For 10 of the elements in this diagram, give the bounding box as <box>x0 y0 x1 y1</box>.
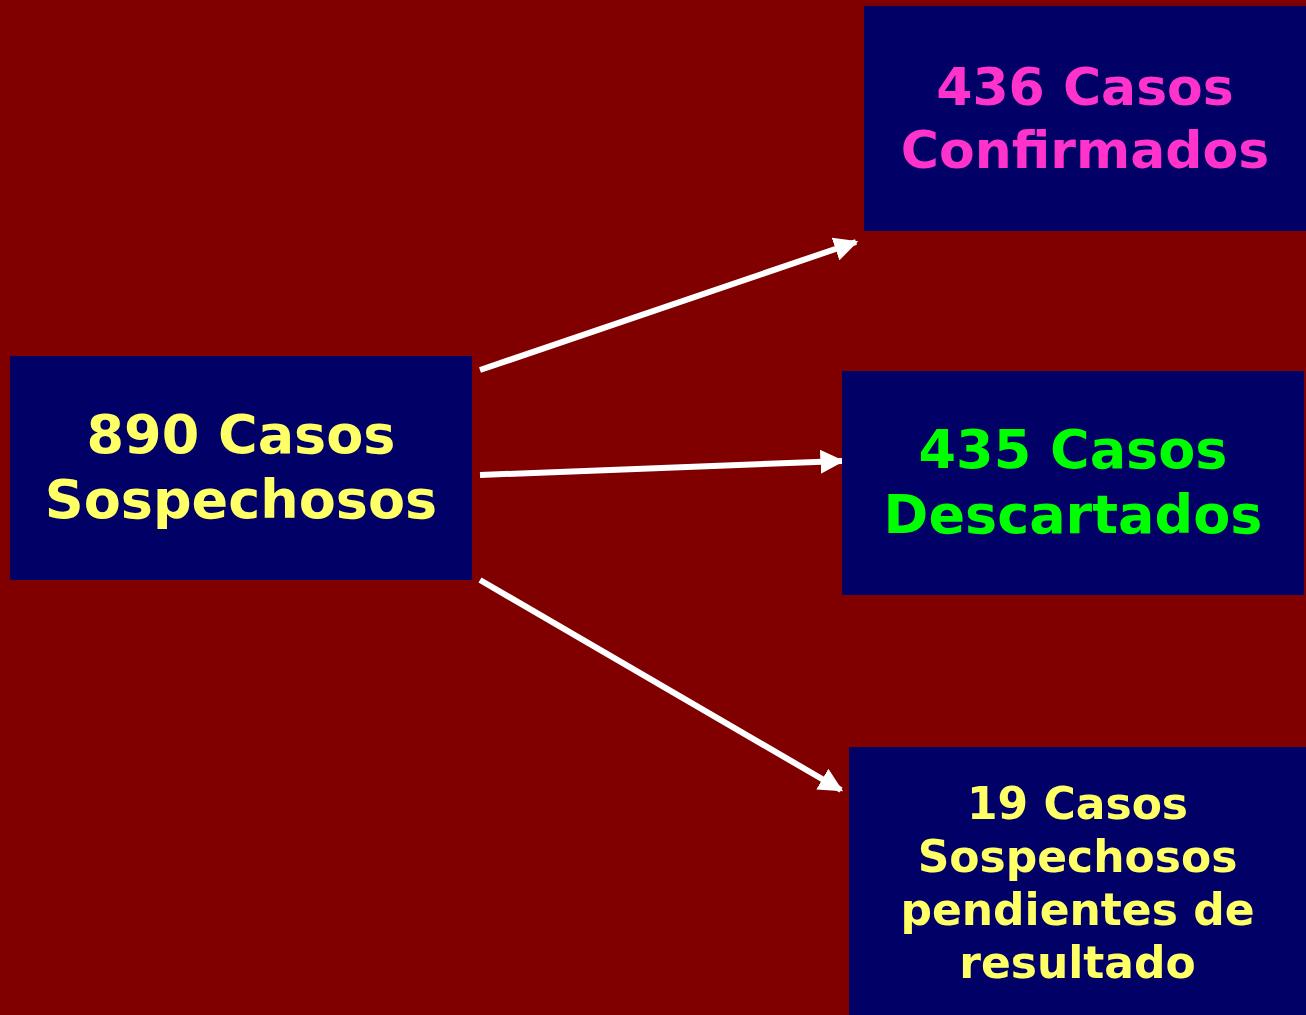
node-label: 19 Casos Sospechosos pendientes de resultado <box>899 778 1256 990</box>
process-box <box>849 747 1306 1015</box>
process-box <box>864 6 1306 231</box>
process-box <box>10 356 472 580</box>
node-label: 890 Casos Sospechosos <box>43 403 439 533</box>
arrow <box>479 237 859 373</box>
arrow <box>478 577 844 793</box>
node-label: 435 Casos Descartados <box>882 418 1264 548</box>
node-label: 436 Casos Confirmados <box>899 56 1271 181</box>
process-box <box>842 371 1304 595</box>
